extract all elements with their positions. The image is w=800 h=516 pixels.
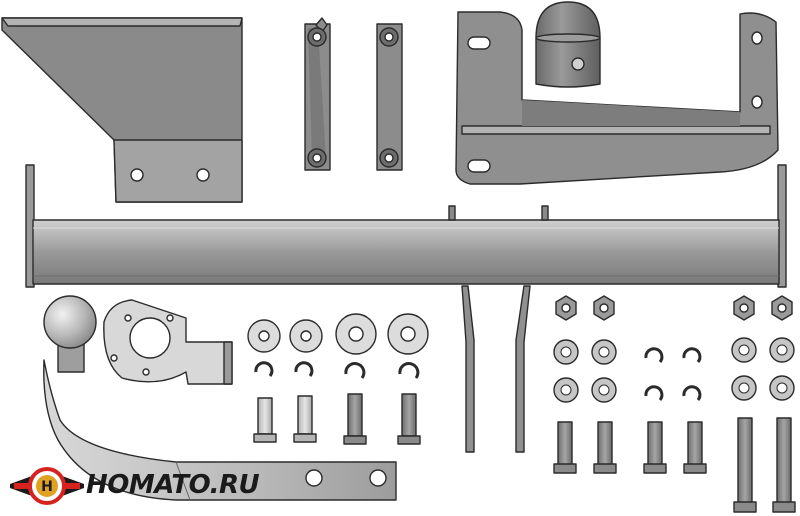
bolt-icon bbox=[597, 421, 613, 467]
socket-plate bbox=[103, 299, 233, 385]
plate-hole bbox=[142, 368, 150, 376]
bolts-short bbox=[253, 393, 421, 445]
spring-washer-icon bbox=[682, 385, 702, 401]
bracket-hole bbox=[751, 31, 763, 45]
bolts-right bbox=[553, 417, 796, 513]
plate-hole bbox=[166, 314, 174, 322]
spring-washer-icon bbox=[644, 347, 664, 363]
tow-ball-arm bbox=[43, 295, 397, 501]
washers-large bbox=[247, 313, 429, 355]
homato-logo[interactable]: H HOMATO.RU bbox=[10, 466, 260, 506]
plate-hole bbox=[124, 314, 132, 322]
stud-icon bbox=[448, 205, 456, 221]
bolt-icon bbox=[647, 421, 663, 467]
link-strap-right bbox=[376, 23, 403, 171]
bolt-icon bbox=[257, 397, 273, 435]
bracket-slot bbox=[467, 159, 491, 173]
long-strap-right bbox=[515, 285, 531, 453]
logo-emblem-icon: H bbox=[10, 467, 84, 505]
spring-washer-icon bbox=[254, 361, 274, 377]
bolt-icon bbox=[557, 421, 573, 467]
logo-text: HOMATO.RU bbox=[86, 470, 260, 500]
logo-mark-letter: H bbox=[41, 479, 53, 495]
arm-hole bbox=[369, 469, 387, 487]
bracket-hole bbox=[130, 168, 144, 182]
long-strap-left bbox=[461, 285, 475, 453]
tow-ball bbox=[43, 295, 97, 349]
nuts bbox=[555, 295, 793, 321]
washers-right bbox=[553, 337, 795, 403]
screw-icon bbox=[571, 57, 585, 71]
bracket-slot bbox=[467, 36, 491, 50]
ball-cap bbox=[535, 1, 601, 88]
link-strap-left bbox=[304, 17, 331, 171]
stud-icon bbox=[541, 205, 549, 221]
spring-washer-icon bbox=[294, 361, 314, 377]
lock-washers-right bbox=[644, 347, 702, 401]
bracket-hole bbox=[751, 95, 763, 109]
bolt-icon bbox=[776, 417, 792, 505]
arm-hole bbox=[305, 469, 323, 487]
bracket-hole bbox=[196, 168, 210, 182]
cross-beam bbox=[25, 164, 787, 288]
spring-washer-icon bbox=[344, 362, 366, 379]
bolt-icon bbox=[297, 395, 313, 435]
spring-washer-icon bbox=[682, 347, 702, 363]
bolt-icon bbox=[737, 417, 753, 505]
bolt-icon bbox=[347, 393, 363, 437]
spring-washer-icon bbox=[398, 362, 420, 379]
lock-washers bbox=[254, 361, 420, 379]
spring-washer-icon bbox=[644, 385, 664, 401]
plate-hole bbox=[110, 354, 118, 362]
left-bracket bbox=[1, 17, 243, 203]
bolt-icon bbox=[401, 393, 417, 437]
right-bracket bbox=[455, 11, 779, 185]
bolt-icon bbox=[687, 421, 703, 467]
